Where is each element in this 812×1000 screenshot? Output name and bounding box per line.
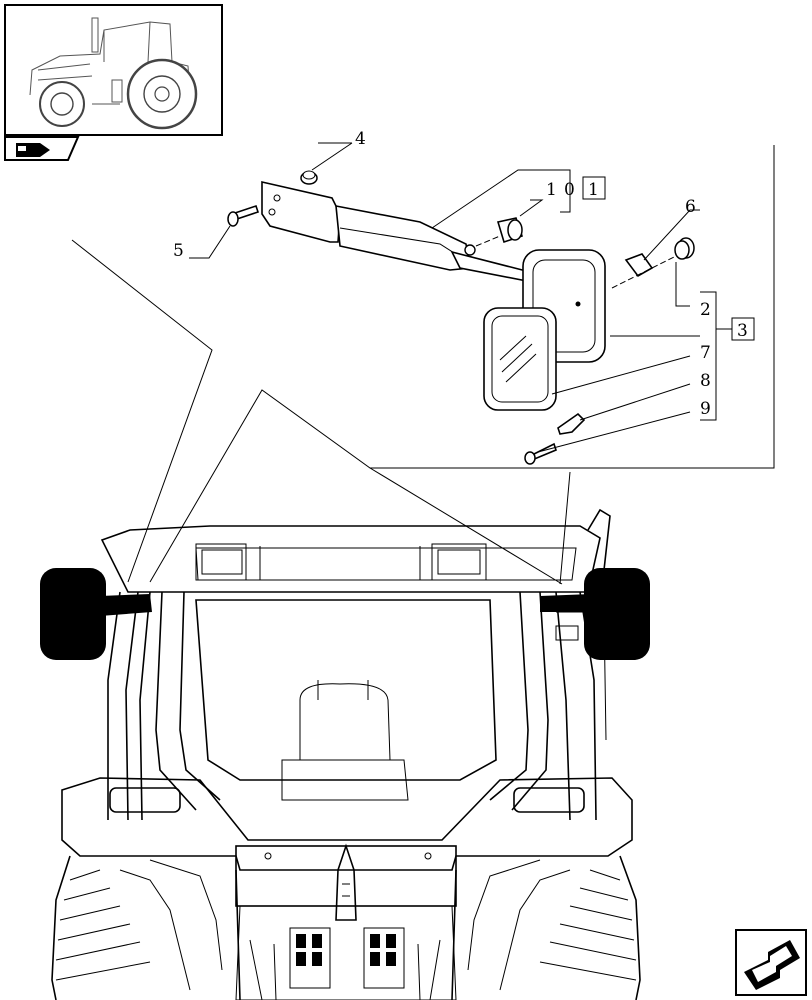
mirror-bracket-arm: [261, 180, 534, 284]
tractor-thumbnail-icon: [4, 4, 223, 136]
clip-part-8: [557, 412, 586, 435]
nut-part-4: [300, 170, 318, 185]
mirror-glass-part-7: [483, 307, 557, 411]
callout-9: 9: [700, 399, 711, 419]
tractor-cab-front-view: [51, 508, 641, 1000]
callout-0: 0: [564, 180, 575, 200]
callout-1-boxed: 1: [588, 180, 599, 200]
callout-1: 1: [546, 180, 557, 200]
leader-lines: [71, 142, 775, 585]
callout-3-box: [731, 317, 755, 341]
callout-1-box: [582, 176, 606, 200]
callout-7: 7: [700, 343, 711, 363]
left-mirror: [40, 568, 106, 660]
section-arrow-icon: [4, 136, 80, 161]
callout-5: 5: [173, 241, 184, 261]
callout-4: 4: [355, 129, 366, 149]
screw-part-9: [524, 442, 557, 465]
spacer-part-6: [624, 237, 695, 278]
callout-6: 6: [685, 197, 696, 217]
bolt-part-5: [227, 204, 260, 227]
right-mirror: [584, 568, 650, 660]
cap-part-1: [496, 217, 524, 244]
callout-8: 8: [700, 371, 711, 391]
callout-3-boxed: 3: [737, 321, 748, 341]
next-page-arrow-icon[interactable]: [735, 929, 807, 996]
callout-2: 2: [700, 300, 711, 320]
